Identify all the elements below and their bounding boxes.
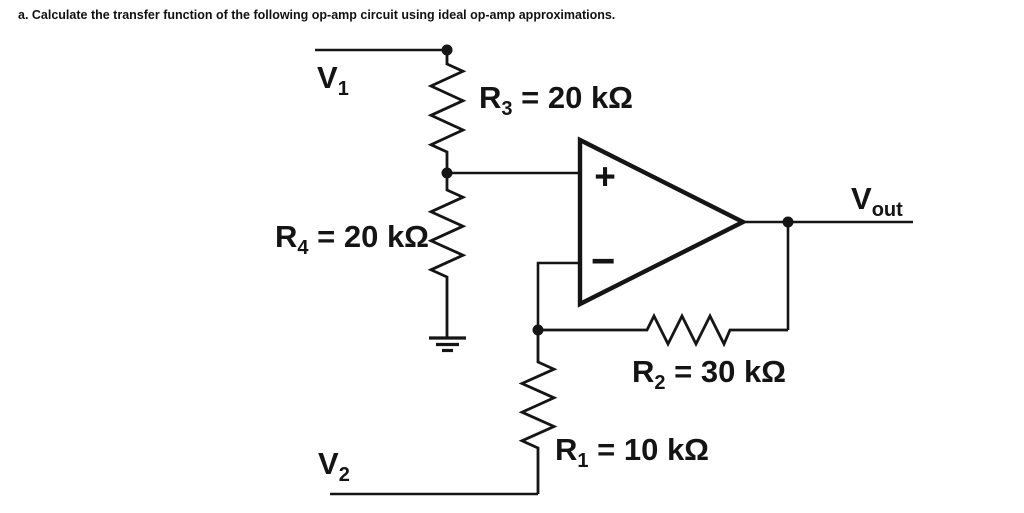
opamp-triangle — [577, 136, 748, 308]
junction-dot-v1-r3 — [441, 44, 453, 56]
resistor-r3 — [427, 50, 467, 173]
resistor-r1 — [518, 330, 558, 494]
resistor-r2 — [538, 312, 788, 348]
v2-label: V2 — [318, 446, 350, 486]
junction-dot-inverting-node — [532, 324, 544, 336]
r2-label: R2 = 30 kΩ — [632, 354, 786, 394]
junction-dot-output — [782, 216, 794, 228]
ground-icon — [429, 336, 466, 353]
vout-label: Vout — [851, 181, 903, 221]
opamp-plus-icon: + — [594, 156, 616, 197]
r1-label: R1 = 10 kΩ — [555, 432, 709, 472]
v1-label: V1 — [317, 60, 349, 100]
r4-label: R4 = 20 kΩ — [275, 219, 429, 259]
problem-statement: a. Calculate the transfer function of th… — [18, 8, 616, 22]
opamp-minus-icon: − — [591, 237, 616, 284]
resistor-r4 — [427, 173, 467, 338]
r3-label: R3 = 20 kΩ — [479, 80, 633, 120]
junction-dot-r3-r4 — [441, 167, 453, 179]
inverting-input-wire — [536, 261, 579, 330]
